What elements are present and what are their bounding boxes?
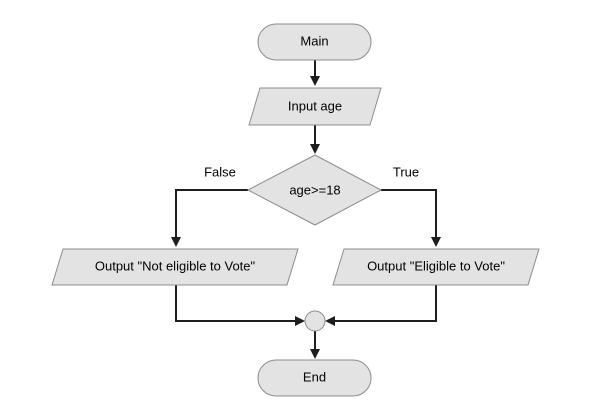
output-false-parallelogram bbox=[51, 248, 299, 286]
end-terminator bbox=[257, 359, 372, 397]
output-false-node: Output "Not eligible to Vote" bbox=[51, 248, 299, 286]
arrowhead-merge-left bbox=[295, 316, 305, 326]
arrowhead-output-true bbox=[431, 237, 441, 247]
input-label: Input age bbox=[288, 98, 342, 113]
merge-connector bbox=[304, 310, 326, 332]
arrowhead-merge-right bbox=[325, 316, 335, 326]
decision-node: age>=18 bbox=[246, 154, 383, 226]
edge-decision-false bbox=[175, 189, 248, 237]
true-branch-label: True bbox=[393, 164, 419, 179]
decision-label: age>=18 bbox=[289, 182, 340, 197]
arrowhead-end bbox=[310, 349, 320, 359]
output-true-label: Output "Eligible to Vote" bbox=[367, 258, 505, 273]
input-parallelogram bbox=[248, 87, 382, 126]
edge-output-false-to-merge bbox=[175, 285, 295, 322]
decision-diamond bbox=[246, 154, 383, 226]
connectors bbox=[171, 60, 441, 359]
output-true-parallelogram bbox=[332, 248, 540, 286]
start-label: Main bbox=[300, 33, 328, 48]
output-false-label: Output "Not eligible to Vote" bbox=[95, 258, 256, 273]
false-branch-label: False bbox=[204, 164, 236, 179]
start-node: Main bbox=[257, 23, 372, 61]
edge-decision-true bbox=[381, 189, 437, 237]
arrowhead-input bbox=[310, 76, 320, 86]
input-node: Input age bbox=[248, 87, 382, 126]
arrowhead-decision bbox=[310, 144, 320, 154]
output-true-node: Output "Eligible to Vote" bbox=[332, 248, 540, 286]
end-node: End bbox=[257, 359, 372, 397]
arrowhead-output-false bbox=[171, 237, 181, 247]
end-label: End bbox=[303, 369, 326, 384]
edge-output-true-to-merge bbox=[335, 285, 437, 322]
start-terminator bbox=[257, 23, 372, 61]
